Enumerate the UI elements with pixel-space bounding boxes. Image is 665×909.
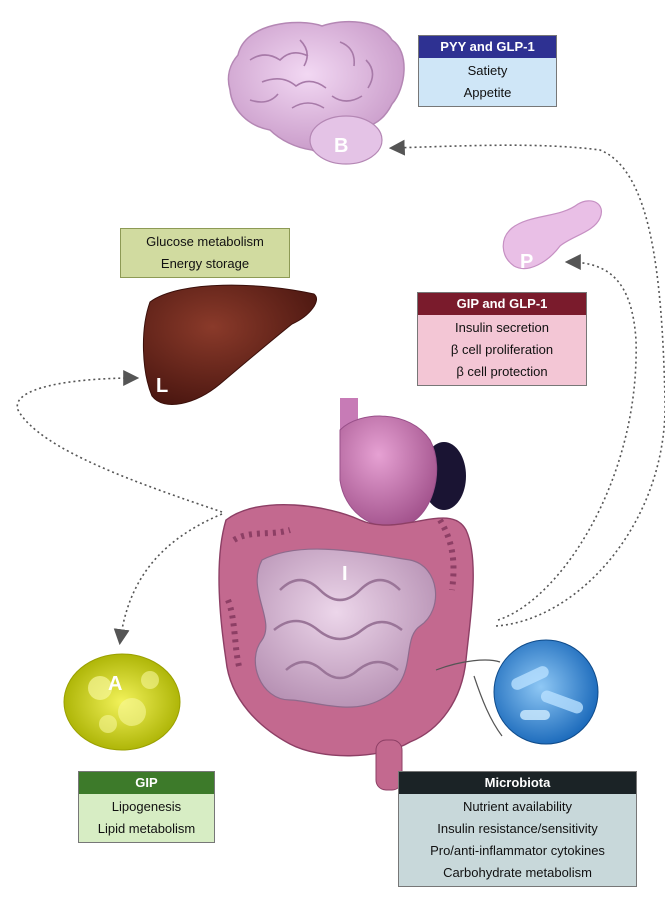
pancreas-box-line: Insulin secretion xyxy=(418,317,586,339)
microbiota-box-header: Microbiota xyxy=(399,772,636,794)
adipose-illustration xyxy=(64,654,180,750)
liver-info-box: Glucose metabolism Energy storage xyxy=(120,228,290,278)
microbiota-box-line: Pro/anti-inflammator cytokines xyxy=(399,840,636,862)
liver-illustration xyxy=(143,285,316,404)
adipose-box-header: GIP xyxy=(79,772,214,794)
microbiota-box-line: Carbohydrate metabolism xyxy=(399,862,636,884)
pancreas-illustration xyxy=(503,201,601,269)
brain-box-body: Satiety Appetite xyxy=(419,58,556,106)
brain-info-box: PYY and GLP-1 Satiety Appetite xyxy=(418,35,557,107)
adipose-info-box: GIP Lipogenesis Lipid metabolism xyxy=(78,771,215,843)
brain-label: B xyxy=(334,135,348,157)
pancreas-box-line: β cell protection xyxy=(418,361,586,383)
adipose-label: A xyxy=(108,673,122,695)
intestine-label: I xyxy=(342,563,348,585)
microbiota-box-line: Insulin resistance/sensitivity xyxy=(399,818,636,840)
adipose-box-line: Lipogenesis xyxy=(79,796,214,818)
adipose-box-line: Lipid metabolism xyxy=(79,818,214,840)
pancreas-box-body: Insulin secretion β cell proliferation β… xyxy=(418,315,586,385)
liver-label: L xyxy=(156,375,168,397)
brain-box-line: Satiety xyxy=(419,60,556,82)
microbiota-illustration xyxy=(494,640,598,744)
pancreas-box-line: β cell proliferation xyxy=(418,339,586,361)
pancreas-info-box: GIP and GLP-1 Insulin secretion β cell p… xyxy=(417,292,587,386)
pancreas-box-header: GIP and GLP-1 xyxy=(418,293,586,315)
brain-box-header: PYY and GLP-1 xyxy=(419,36,556,58)
arrow-intestine-to-adipose xyxy=(120,514,222,642)
brain-box-line: Appetite xyxy=(419,82,556,104)
microbiota-box-line: Nutrient availability xyxy=(399,796,636,818)
microbiota-box-body: Nutrient availability Insulin resistance… xyxy=(399,794,636,886)
intestine-illustration xyxy=(219,398,473,790)
adipose-box-body: Lipogenesis Lipid metabolism xyxy=(79,794,214,842)
microbiota-info-box: Microbiota Nutrient availability Insulin… xyxy=(398,771,637,887)
liver-box-line: Glucose metabolism xyxy=(121,231,289,253)
brain-illustration xyxy=(228,22,404,164)
pancreas-label: P xyxy=(520,251,533,273)
liver-box-line: Energy storage xyxy=(121,253,289,275)
